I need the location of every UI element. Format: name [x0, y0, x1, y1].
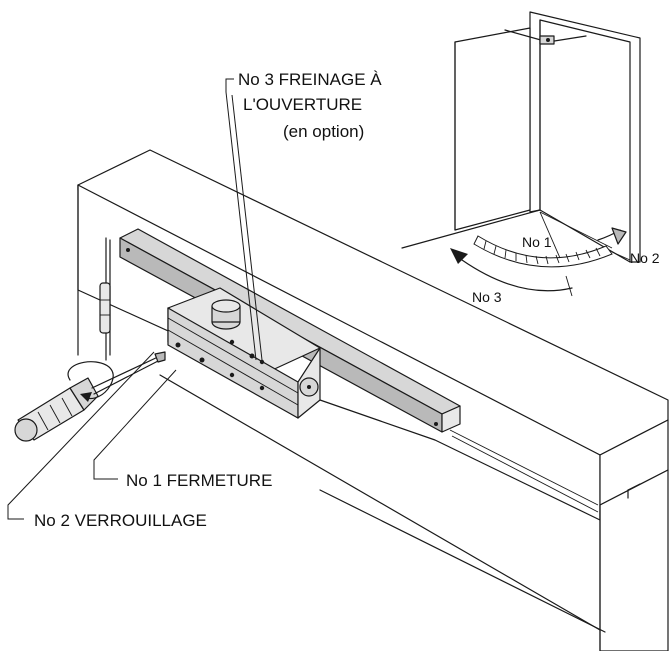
labels: No 3 FREINAGE À L'OUVERTURE (en option) … — [34, 70, 382, 530]
door-swing-inset: No 1 No 2 No 3 — [401, 11, 660, 305]
inset-label-zone-3: No 3 — [472, 289, 502, 305]
closer-body — [167, 287, 321, 419]
door-hinge — [99, 237, 111, 361]
inset-label-zone-1: No 1 — [522, 234, 552, 250]
label-opening-brake-line1: No 3 FREINAGE À — [238, 70, 382, 89]
label-locking: No 2 VERROUILLAGE — [34, 511, 207, 530]
label-opening-brake-line2: L'OUVERTURE — [243, 95, 362, 114]
leader-lines — [7, 78, 263, 520]
label-closing: No 1 FERMETURE — [126, 471, 272, 490]
inset-label-zone-2: No 2 — [630, 250, 660, 266]
label-opening-brake-line3: (en option) — [283, 122, 364, 141]
wall-lintel — [77, 149, 669, 652]
rotation-arrow-icon — [67, 361, 114, 402]
